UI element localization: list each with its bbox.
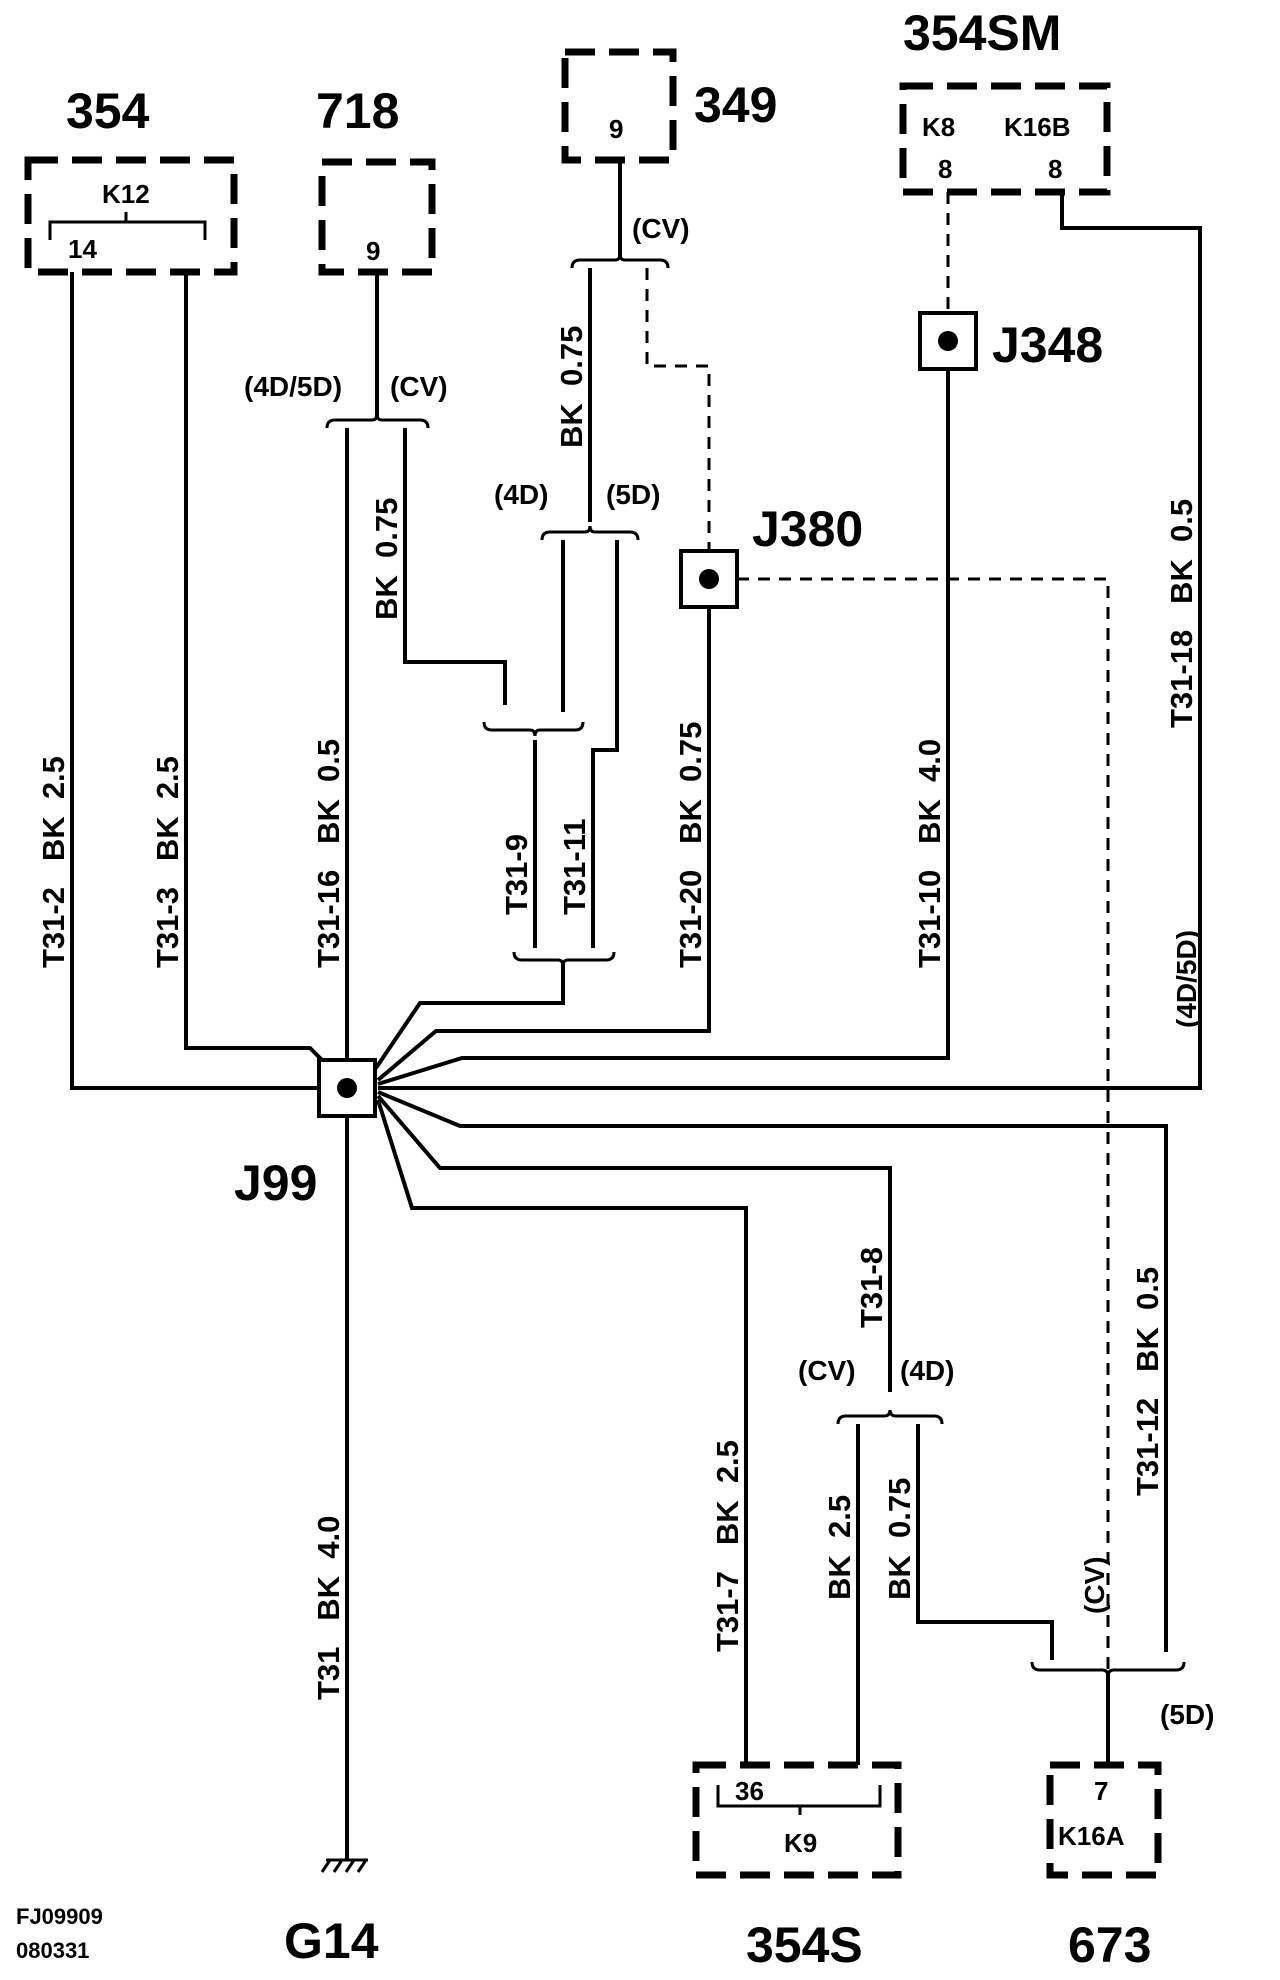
component-718: 718 9 <box>316 83 436 276</box>
wire-label: T31-18 BK 0.5 <box>1164 499 1199 728</box>
component-354sm-label: 354SM <box>903 5 1061 61</box>
option-label: (4D/5D) <box>1171 930 1202 1028</box>
wire-label: T31-2 BK 2.5 <box>36 756 71 968</box>
wire-label: BK 0.75 <box>554 326 589 448</box>
ground-g14: G14 <box>284 1858 379 1969</box>
pin-8-right-label: 8 <box>1048 154 1062 184</box>
pin-9-label: 9 <box>366 236 380 266</box>
connector-k9-label: K9 <box>784 1828 817 1858</box>
wire-label: T31-11 <box>557 818 592 915</box>
wire-label: T31-8 <box>854 1247 889 1328</box>
wire-label: T31-16 BK 0.5 <box>311 739 346 968</box>
option-labels: (4D/5D) (CV) (CV) (4D) (5D) (CV) (4D) (5… <box>244 213 1214 1730</box>
connector-k8-label: K8 <box>922 112 955 142</box>
component-673: 673 7 K16A <box>1046 1761 1162 1973</box>
wire-label: BK 2.5 <box>822 1495 857 1600</box>
connector-k16b-label: K16B <box>1004 112 1070 142</box>
component-354: 354 K12 14 <box>24 83 238 276</box>
wire-label: T31-9 <box>499 834 534 915</box>
option-label: (5D) <box>606 479 660 510</box>
option-label: (4D) <box>900 1355 954 1386</box>
option-label: (4D) <box>494 479 548 510</box>
option-label: (CV) <box>632 213 690 244</box>
wire-label: T31-10 BK 4.0 <box>912 739 947 968</box>
component-349-label: 349 <box>694 77 777 133</box>
splice-j99: J99 <box>234 1058 377 1211</box>
pin-9-label: 9 <box>609 114 623 144</box>
ground-g14-label: G14 <box>284 1913 379 1969</box>
wire-label: BK 0.75 <box>882 1478 917 1600</box>
component-673-label: 673 <box>1068 1917 1151 1973</box>
connector-k16a-label: K16A <box>1058 1821 1125 1851</box>
option-label: (CV) <box>798 1355 856 1386</box>
wire-label: T31 BK 4.0 <box>311 1516 346 1700</box>
component-354sm: 354SM K8 K16B 8 8 <box>899 5 1111 196</box>
component-354s: 354S 36 K9 <box>692 1761 902 1973</box>
component-349: 349 9 <box>561 48 777 164</box>
diagram-code-line2: 080331 <box>16 1938 89 1963</box>
wire-label: BK 0.75 <box>369 498 404 620</box>
splice-j99-label: J99 <box>234 1155 317 1211</box>
component-718-label: 718 <box>316 83 399 139</box>
wires <box>70 160 1202 1860</box>
connector-k12-label: K12 <box>102 179 150 209</box>
component-354-label: 354 <box>66 83 150 139</box>
option-label: (4D/5D) <box>244 371 342 402</box>
option-label: (CV) <box>390 371 448 402</box>
option-braces <box>325 253 1186 1677</box>
wire-label: T31-7 BK 2.5 <box>710 1440 745 1652</box>
pin-7-label: 7 <box>1094 1776 1108 1806</box>
splice-j348: J348 <box>918 311 1103 373</box>
diagram-code: FJ09909 080331 <box>16 1904 103 1963</box>
diagram-code-line1: FJ09909 <box>16 1904 103 1929</box>
wire-label: T31-3 BK 2.5 <box>150 756 185 968</box>
wire-label: T31-12 BK 0.5 <box>1130 1267 1165 1496</box>
wire-label: T31-20 BK 0.75 <box>673 722 708 968</box>
option-label: (5D) <box>1160 1699 1214 1730</box>
splice-j380-label: J380 <box>752 501 863 557</box>
component-354s-label: 354S <box>746 1917 863 1973</box>
splice-j348-label: J348 <box>992 317 1103 373</box>
pin-8-left-label: 8 <box>938 154 952 184</box>
pin-36-label: 36 <box>735 1776 764 1806</box>
pin-14-label: 14 <box>68 234 97 264</box>
wire-labels: T31-2 BK 2.5 T31-3 BK 2.5 T31-16 BK 0.5 … <box>36 326 1202 1700</box>
splice-j380: J380 <box>679 501 863 609</box>
option-label: (CV) <box>1079 1556 1110 1614</box>
